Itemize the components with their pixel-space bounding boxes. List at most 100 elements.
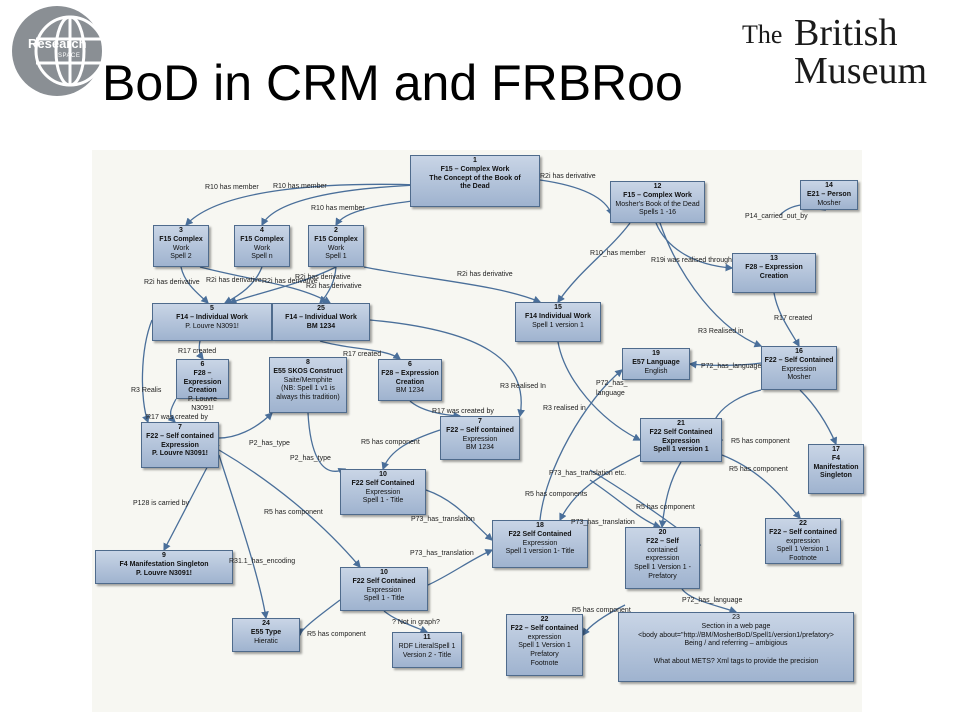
edge-line-14 [773,292,800,348]
edge-label-7: R19i was realised through [651,257,732,264]
edge-label-34: P73_has_translation [571,519,635,526]
node-line: contained [647,546,678,554]
research-space-logo: Research SPACE [12,6,106,96]
node-line: Version 2 - Title [402,651,452,659]
node-line: P. Louvre N3091! [185,322,239,330]
node-line: 2 [334,227,338,234]
node-line: What about METS? Xml tags to provide the… [653,657,819,665]
node-line: F22 Self Contained [649,428,713,436]
page-title: BoD in CRM and FRBRoo [102,55,683,111]
node-line: Being / and referring – ambigious [684,640,788,648]
edge-line-26 [307,412,347,476]
node-line: Singleton [820,472,852,480]
node-line: 7 [478,418,482,425]
edge-label-40: R5 has component [572,607,631,614]
node-line: Hieratic [254,637,278,645]
node-line: Spell 1 - Title [362,497,404,505]
edge-line-13 [363,266,542,304]
node-line: 15 [554,304,562,311]
node-line: F14 Individual Work [525,312,591,320]
node-line: Expression [662,437,700,445]
edge-line-19 [688,360,762,369]
bm-logo-museum: Museum [794,50,927,92]
node-line: 7 [178,424,182,431]
research-logo-text: Research [28,36,87,51]
edge-line-40 [582,604,626,637]
edge-line-22 [557,341,642,441]
bm-logo-the: The [742,20,783,49]
edge-line-32 [589,479,662,529]
node-line: Section in a web page [701,622,771,630]
edge-line-21 [369,319,525,418]
edge-label-23: R3 realised in [543,405,586,412]
edge-line-6 [557,222,631,304]
edge-label-24: R17 was created by [146,414,208,421]
node-line: 13 [770,255,778,262]
node-line: Spell 1 version 1 [532,321,584,329]
node-line: 25 [317,305,325,312]
node-line: E21 – Person [807,190,851,198]
edge-label-27: P2_has_type [290,455,331,462]
node-line: Mosher [787,374,811,382]
edge-line-43 [681,588,738,614]
node-line: 10 [380,569,388,576]
node-line: F22 Self Contained [351,479,415,487]
edge-label-10: R2i has derivative [262,278,318,285]
node-line: Work [327,244,345,252]
edge-label-14: R17 created [774,315,813,322]
node-line: Spell 1 Version 1 [776,546,830,554]
node-line: 14 [825,182,833,189]
node-line: Spells 1 -16 [639,209,676,217]
node-line: F22 Self Contained [352,577,416,585]
edge-label-22: R3 Realised In [500,383,546,390]
node-line: P. Louvre N3091! [136,569,192,577]
edge-label-17: R17 created [343,351,382,358]
node-line: 1 [473,157,477,164]
edge-label-33: P73_has_translation [411,516,475,523]
node-line: 11 [423,634,431,641]
node-line: 19 [652,350,660,357]
node-line: 3 [179,227,183,234]
node-line: F15 – Complex Work [440,165,510,173]
node-line: F28 – Expression [381,369,439,377]
node-line: F28 – Expression [745,263,803,271]
node-line: 24 [262,620,270,627]
node-line: F14 – Individual Work [176,313,248,321]
edge-label-19: P72_has_language [701,363,762,370]
edge-label-41: ? Not in graph? [392,619,440,626]
node-line: <body about="http://BM/MosherBoD/Spell1/… [638,631,834,639]
edge-label-9: R2i has derivative [206,277,262,284]
edge-line-25 [218,412,273,439]
node-line: BM 1234 [395,387,425,395]
edge-line-4 [335,199,421,227]
diagram-edges [141,179,838,637]
node-line: Spell 1 Version 1 [518,642,571,650]
node-line: 22 [799,520,807,527]
node-line: Spell 1 version 1 [653,446,709,454]
edge-label-8: R2i has derivative [144,279,200,286]
edge-label-20: P72_has_ [596,380,628,387]
node-line: Spell 1 version 1- Title [505,548,575,556]
edge-line-9 [223,266,263,304]
globe-icon [34,15,106,87]
node-line: (NB: Spell 1 v1 is [281,385,335,393]
edge-label-28: R5 has component [361,439,420,446]
edge-label-26: P2_has_type [249,440,290,447]
node-line: 10 [379,471,387,478]
node-line: 6 [200,361,205,368]
